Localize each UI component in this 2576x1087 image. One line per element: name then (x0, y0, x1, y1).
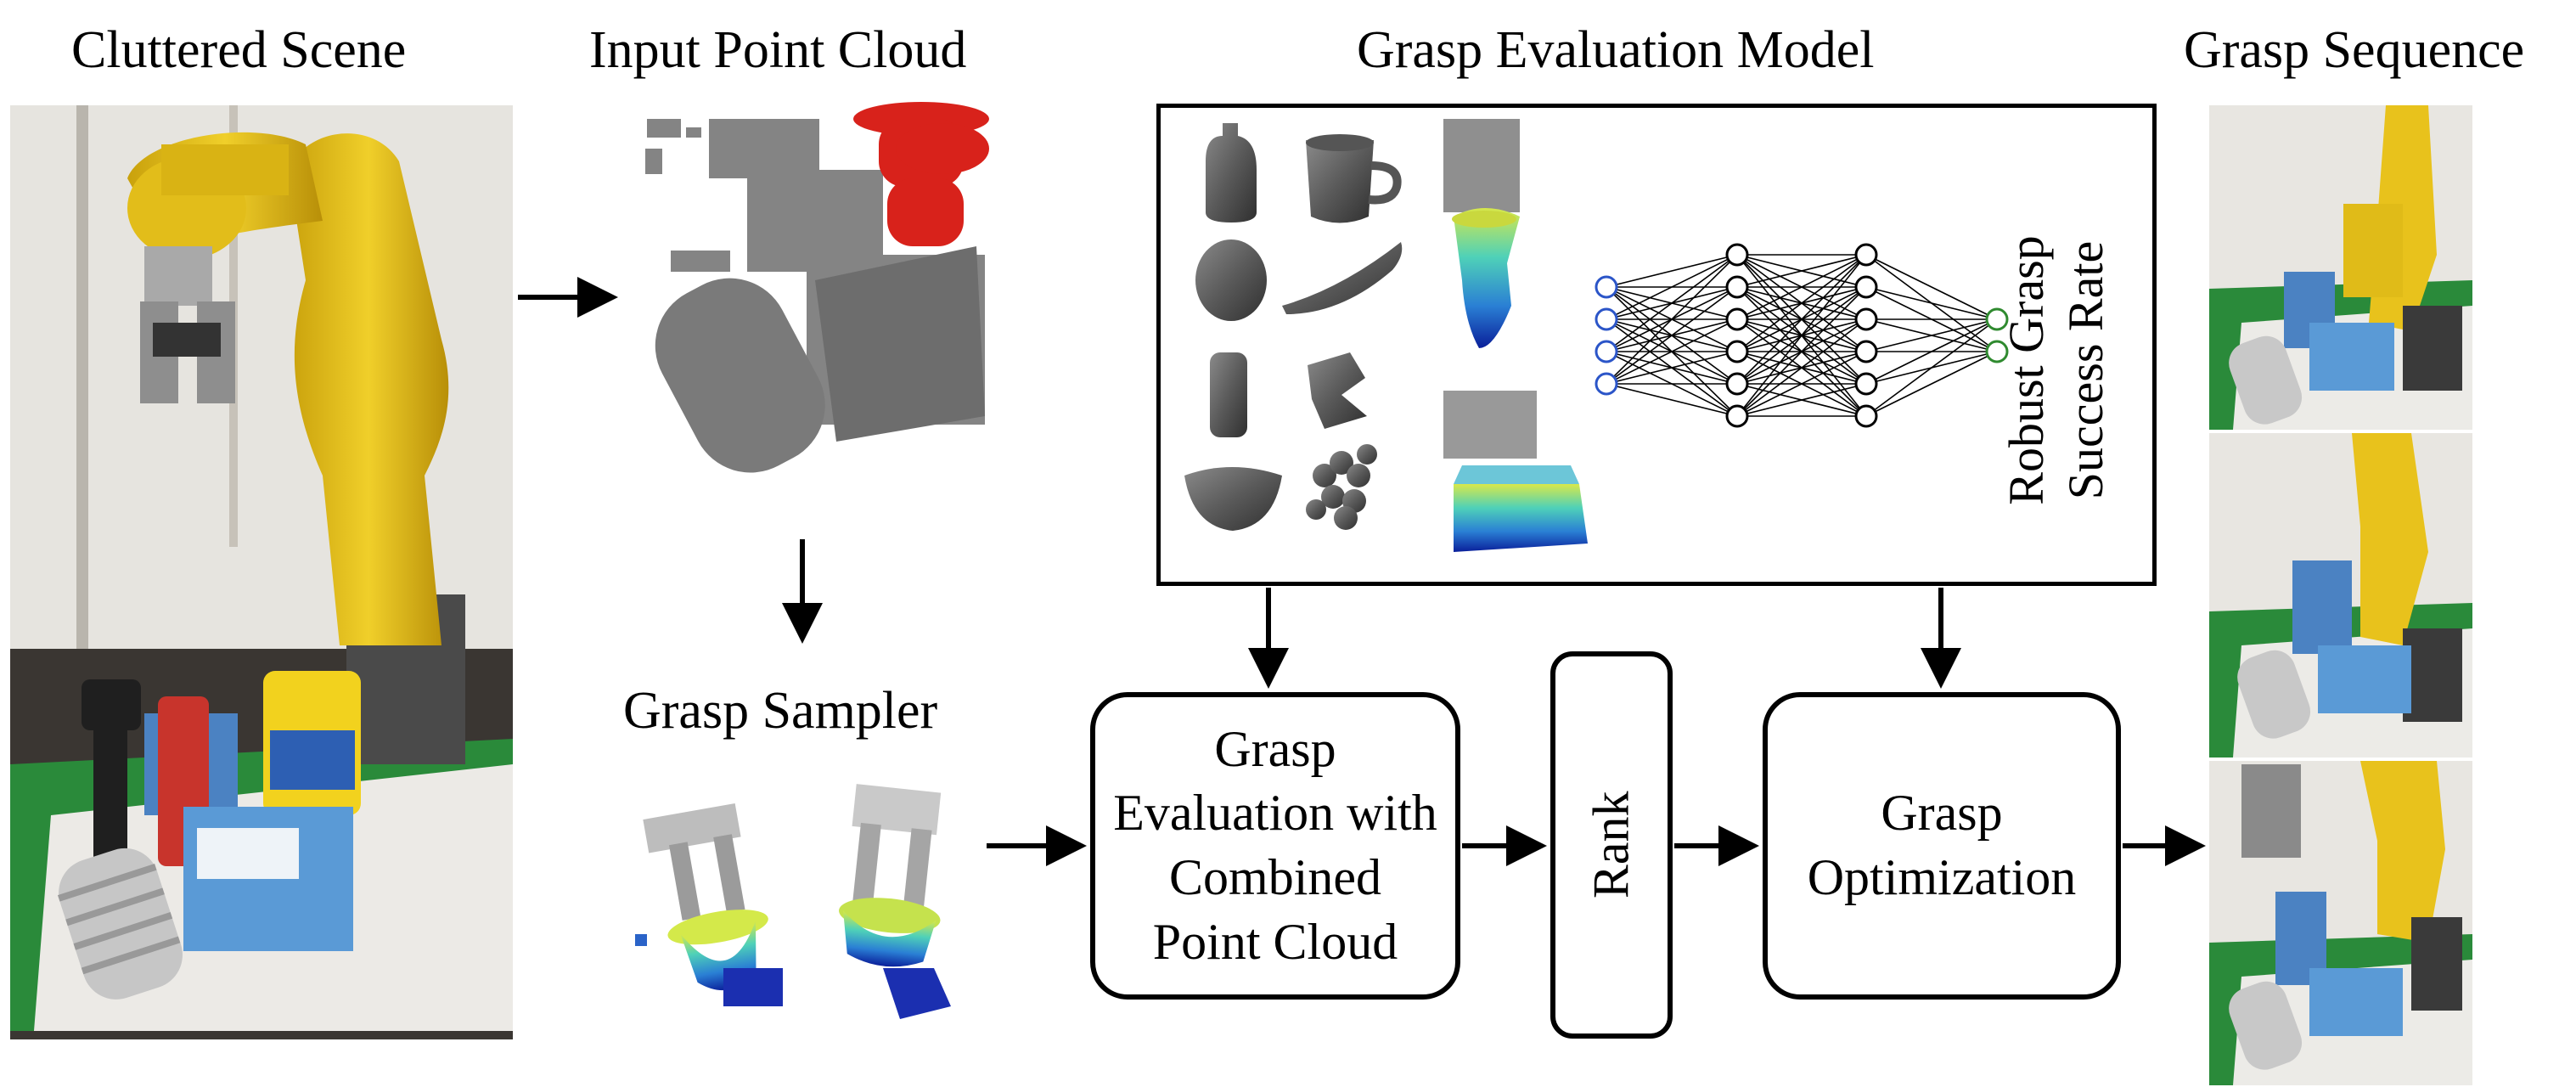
arrows (518, 277, 2206, 866)
network-edge (1606, 254, 1738, 320)
network-edge (1606, 254, 1738, 352)
network-hidden-node (1725, 307, 1749, 331)
network-edge (1606, 254, 1738, 288)
network-hidden-node (1725, 404, 1749, 428)
network-output-node (1985, 340, 2009, 363)
network-edge (1736, 351, 1867, 417)
network-hidden-node (1725, 340, 1749, 363)
rank-box: Rank (1550, 651, 1673, 1039)
grasp-sequence-frame-2 (2209, 433, 2472, 758)
network-hidden-node (1854, 340, 1878, 363)
network-edge (1736, 318, 1867, 417)
heading-grasp-evaluation-model: Grasp Evaluation Model (1357, 21, 1875, 79)
network-edge (1606, 254, 1738, 385)
evaluation-line-2: Evaluation with (1113, 785, 1437, 842)
network-edge (1606, 318, 1738, 385)
network-hidden-node (1725, 243, 1749, 267)
network-edge (1736, 254, 1867, 385)
network-edge (1865, 318, 1998, 417)
network-hidden-node (1725, 372, 1749, 396)
evaluation-line-1: Grasp (1214, 720, 1336, 777)
network-edge (1865, 318, 1998, 385)
network-input-node (1595, 340, 1618, 363)
grasp-sequence-photos (2209, 105, 2472, 1085)
grasp-sequence-frame-1 (2209, 105, 2472, 430)
network-hidden-node (1854, 243, 1878, 267)
network-edge (1606, 351, 1738, 385)
grasp-sampler-image (635, 784, 951, 1019)
network-edge (1736, 254, 1867, 417)
evaluation-box: Grasp Evaluation with Combined Point Clo… (1090, 692, 1460, 1000)
network-edge (1736, 383, 1867, 417)
network-hidden-node (1854, 307, 1878, 331)
evaluation-line-4: Point Cloud (1152, 913, 1398, 970)
cluttered-scene-photo (10, 105, 513, 1039)
object-meshes (1184, 123, 1403, 531)
network-input-node (1595, 372, 1618, 396)
network-hidden-node (1725, 275, 1749, 299)
network-input-node (1595, 307, 1618, 331)
network-edge (1736, 286, 1867, 417)
network-edge (1736, 254, 1867, 352)
network-edge (1865, 318, 1998, 352)
neural-network (1595, 243, 2009, 428)
network-edge (1606, 286, 1738, 385)
network-hidden-node (1854, 372, 1878, 396)
heading-input-point-cloud: Input Point Cloud (589, 21, 967, 79)
network-edge (1865, 286, 1998, 320)
network-edge (1606, 383, 1738, 417)
heading-grasp-sequence: Grasp Sequence (2184, 21, 2525, 79)
network-output-node (1985, 307, 2009, 331)
optimization-line-1: Grasp (1881, 785, 2003, 842)
network-edge (1865, 254, 1998, 320)
network-edge (1865, 351, 1998, 417)
network-input-node (1595, 275, 1618, 299)
network-hidden-node (1854, 275, 1878, 299)
network-edge (1736, 254, 1867, 320)
heading-grasp-sampler: Grasp Sampler (623, 682, 938, 740)
evaluation-line-3: Combined (1169, 849, 1381, 905)
heading-cluttered-scene: Cluttered Scene (71, 21, 407, 79)
optimization-line-2: Optimization (1807, 849, 2077, 905)
input-point-cloud-image (645, 102, 989, 473)
optimization-box: Grasp Optimization (1763, 692, 2121, 1000)
network-hidden-node (1854, 404, 1878, 428)
grasp-sequence-frame-3 (2209, 761, 2472, 1085)
network-edge (1736, 254, 1867, 288)
model-point-clouds (1443, 119, 1588, 552)
